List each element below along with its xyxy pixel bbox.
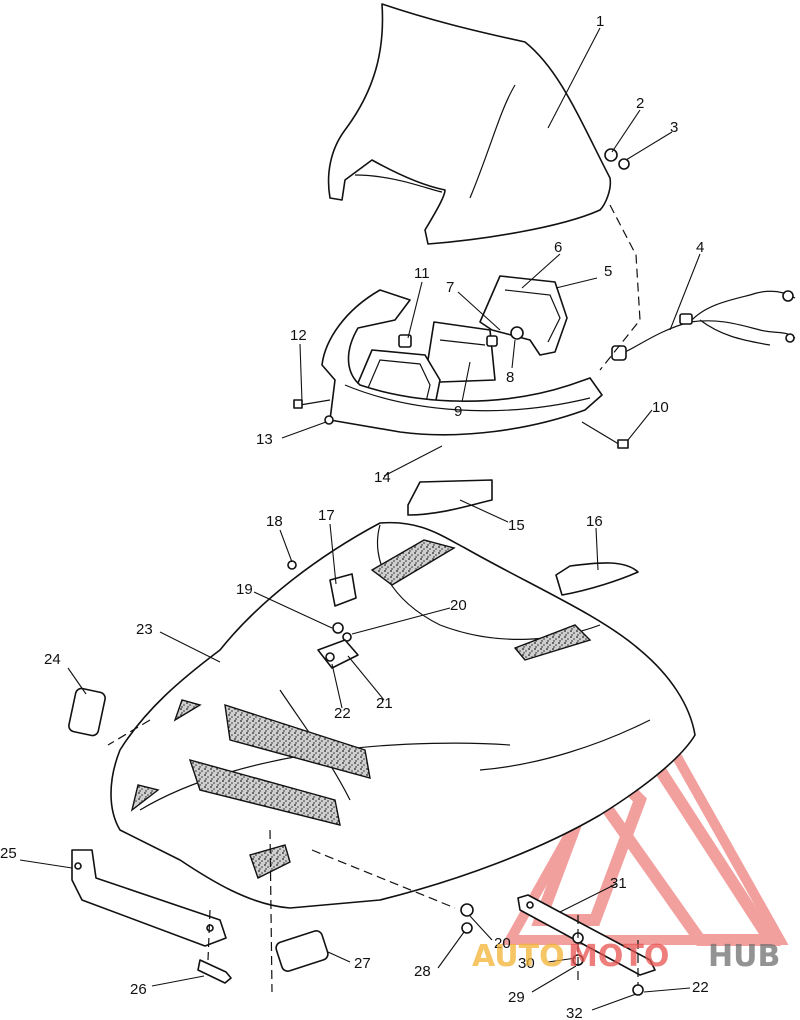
headlight-support-panel (321, 289, 603, 436)
callout-16: 16 (586, 513, 603, 530)
mounting-screw (293, 399, 629, 449)
callout-21: 21 (376, 695, 393, 712)
latch-hardware (460, 903, 644, 996)
callout-24: 24 (44, 651, 61, 668)
headlight-lamp (427, 321, 496, 383)
callout-17: 17 (318, 507, 335, 524)
callout-20-lower: 20 (494, 935, 511, 952)
callout-30: 30 (518, 955, 535, 972)
decal-15 (407, 479, 493, 516)
callout-29: 29 (508, 989, 525, 1006)
windshield (327, 3, 612, 245)
svg-text:HUB: HUB (708, 939, 780, 974)
callout-18: 18 (266, 513, 283, 530)
wiring-harness (611, 290, 796, 361)
assembly-guide-lines (107, 204, 641, 993)
callout-22-lower: 22 (692, 979, 709, 996)
hood-pad-27 (275, 930, 329, 972)
callout-25: 25 (0, 845, 17, 862)
callout-9: 9 (454, 403, 462, 420)
callout-8: 8 (506, 369, 514, 386)
callout-leaders (19, 27, 701, 1011)
callout-20-upper: 20 (450, 597, 467, 614)
hinge-pin (197, 959, 232, 984)
callout-labels: 1 2 3 4 5 6 7 8 9 10 11 12 13 14 15 16 1… (0, 13, 709, 1020)
hood-hinge-plate (71, 849, 227, 947)
windshield-nut (604, 148, 630, 170)
hood-hinge (287, 560, 359, 669)
callout-22-upper: 22 (334, 705, 351, 722)
callout-23: 23 (136, 621, 153, 638)
callout-4: 4 (696, 239, 704, 256)
hood (110, 521, 696, 909)
svg-text:MOTO: MOTO (568, 939, 669, 974)
callout-12: 12 (290, 327, 307, 344)
callout-6: 6 (554, 239, 562, 256)
callout-10: 10 (652, 399, 669, 416)
hood-latch-bracket (517, 894, 656, 976)
headlight-bulb (510, 326, 524, 340)
hood-pad-24 (68, 687, 106, 737)
callout-3: 3 (670, 119, 678, 136)
callout-13: 13 (256, 431, 273, 448)
callout-15: 15 (508, 517, 525, 534)
callout-2: 2 (636, 95, 644, 112)
callout-26: 26 (130, 981, 147, 998)
watermark-text: AUTO MOTO HUB (472, 939, 780, 974)
callout-5: 5 (604, 263, 612, 280)
svg-text:AUTO: AUTO (472, 939, 565, 974)
callout-32: 32 (566, 1005, 583, 1020)
callout-1: 1 (596, 13, 604, 30)
callout-27: 27 (354, 955, 371, 972)
headlight-housing (479, 275, 568, 356)
hood-vent (130, 539, 592, 879)
callout-31: 31 (610, 875, 627, 892)
callout-14: 14 (374, 469, 391, 486)
callout-19: 19 (236, 581, 253, 598)
decal-16 (555, 562, 639, 596)
callout-11: 11 (414, 265, 430, 282)
callout-28: 28 (414, 963, 431, 980)
callout-7: 7 (446, 279, 454, 296)
